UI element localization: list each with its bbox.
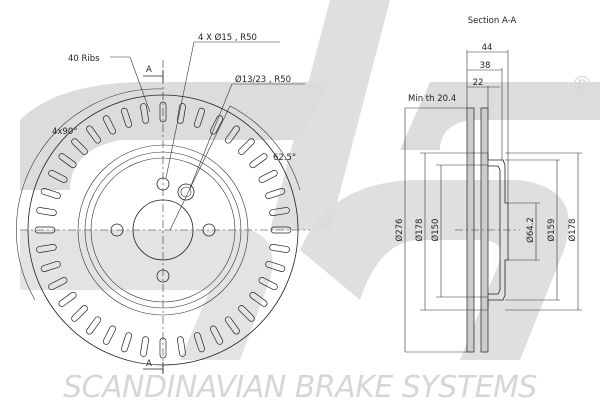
rib-slot: [249, 291, 268, 307]
rib-slot: [238, 305, 255, 322]
rib-slot: [36, 244, 57, 253]
angle2-label: 62.5°: [273, 153, 296, 163]
rib-slot: [238, 138, 255, 155]
section-marker-top: A: [146, 65, 152, 75]
min-thickness-label: Min th 20.4: [408, 94, 456, 104]
dim-outer-diameter: Ø276: [394, 219, 405, 242]
rib-slot: [258, 169, 278, 183]
rib-slot: [48, 169, 68, 183]
dim-hat-outer: Ø178: [567, 219, 578, 242]
sbs-watermark-logo: [20, 0, 600, 360]
center-hole: [177, 183, 195, 201]
rib-slot: [269, 207, 290, 216]
rib-slot: [177, 103, 186, 124]
rib-slot: [249, 153, 268, 169]
rib-slot: [121, 107, 133, 128]
width-mid: 38: [480, 61, 491, 71]
rib-slot: [159, 101, 167, 123]
rib-slot: [258, 277, 278, 291]
brand-name: SCANDINAVIAN BRAKE SYSTEMS: [63, 370, 537, 400]
rib-slot: [269, 244, 290, 253]
rib-slot: [58, 291, 77, 307]
dim-friction-inner: Ø178: [414, 219, 425, 242]
bolt-holes-label: 4 X Ø15 , R50: [198, 32, 257, 43]
rib-slot: [71, 138, 88, 155]
rib-slot: [193, 332, 205, 353]
rib-slot: [36, 207, 57, 216]
rib-slot: [86, 125, 102, 144]
rib-slot: [193, 107, 205, 128]
section-title: Section A-A: [468, 16, 517, 26]
rib-slot: [121, 332, 133, 353]
angle-label: 4x90°: [52, 127, 78, 137]
rib-slot: [265, 188, 286, 200]
disc-front-view: [16, 41, 310, 374]
rib-slot: [40, 188, 61, 200]
center-hole-label: Ø13/23 , R50: [235, 74, 291, 85]
rib-slot: [224, 125, 240, 144]
dim-hat: Ø159: [546, 219, 557, 242]
rib-slot: [224, 316, 240, 335]
section-view: [404, 50, 582, 353]
rib-slot: [210, 325, 224, 345]
rib-slot: [48, 277, 68, 291]
rib-slot: [40, 260, 61, 272]
rib-slot: [58, 153, 77, 169]
rib-slot: [71, 305, 88, 322]
section-marker-bottom: A: [146, 359, 152, 369]
rib-slot: [102, 115, 116, 135]
rib-slot: [140, 336, 149, 357]
rib-slot: [265, 260, 286, 272]
rib-slot: [102, 325, 116, 345]
width-disc: 22: [473, 78, 484, 88]
registered-mark: ®: [571, 73, 593, 98]
dim-center-bore: Ø64.2: [525, 217, 536, 243]
rib-slots: [34, 101, 292, 359]
dim-ring: Ø150: [430, 219, 441, 242]
rib-slot: [177, 336, 186, 357]
width-overall: 44: [482, 43, 493, 53]
rib-slot: [140, 103, 149, 124]
rib-slot: [86, 316, 102, 335]
ribs-label: 40 Ribs: [68, 54, 100, 64]
